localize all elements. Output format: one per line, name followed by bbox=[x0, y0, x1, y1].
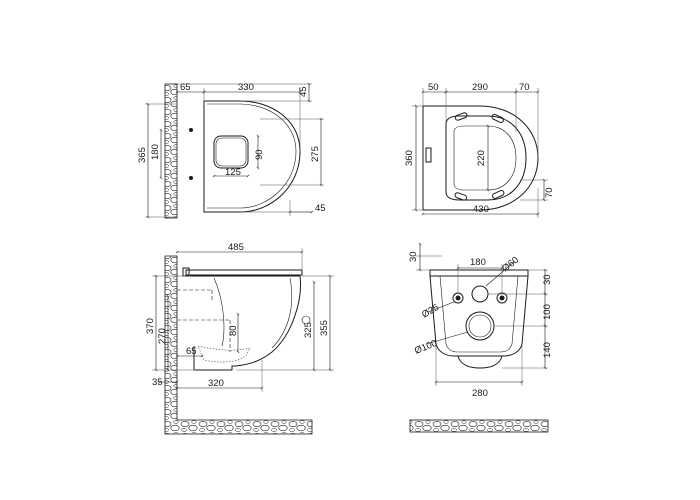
wall-hatch bbox=[164, 255, 313, 435]
dim-total-width: 365 bbox=[137, 147, 148, 163]
dim-seat-length: 290 bbox=[472, 82, 488, 93]
dim-total-length: 430 bbox=[473, 204, 489, 215]
dim-outlet-diameter: Ø100 bbox=[413, 338, 439, 357]
dim-wall-offset: 65 bbox=[180, 82, 191, 93]
dim-bowl-width: 275 bbox=[310, 146, 321, 162]
dim-bolt-diameter: Ø25 bbox=[420, 302, 441, 321]
dim-height-355: 355 bbox=[319, 320, 330, 336]
seat-pad bbox=[454, 112, 468, 121]
dim-right-offset: 70 bbox=[519, 82, 530, 93]
seat-lid bbox=[185, 269, 303, 276]
water-trap bbox=[197, 345, 251, 363]
dim-mount-spacing: 180 bbox=[150, 144, 161, 160]
water-inlet bbox=[471, 285, 489, 303]
seat-plan-view: 50 290 70 360 220 70 430 bbox=[404, 82, 555, 218]
seat-opening bbox=[213, 135, 249, 169]
dim-total-length: 485 bbox=[228, 242, 244, 253]
dim-bolt-spacing: 180 bbox=[470, 257, 486, 268]
dim-height-370: 370 bbox=[145, 318, 156, 334]
waste-outlet bbox=[465, 311, 495, 341]
dim-rear-width: 280 bbox=[472, 388, 488, 399]
mount-hole bbox=[189, 128, 193, 132]
dim-height-270: 270 bbox=[157, 328, 168, 344]
dim-wall-gap: 35 bbox=[152, 377, 163, 388]
dim-outlet-height: 80 bbox=[228, 325, 239, 336]
side-elevation-view: 485 370 270 80 65 35 320 325 355 bbox=[145, 242, 334, 435]
rear-outline bbox=[429, 275, 529, 357]
floor-hatch bbox=[409, 419, 549, 433]
seat-outline bbox=[422, 105, 539, 211]
dim-height-325: 325 bbox=[303, 322, 314, 338]
seat-pad bbox=[492, 189, 505, 199]
dim-seat-opening-length: 125 bbox=[225, 167, 241, 178]
top-plan-view: 65 330 45 365 180 90 125 275 45 bbox=[137, 82, 326, 219]
dim-left-offset: 50 bbox=[428, 82, 439, 93]
dim-total-height: 360 bbox=[404, 150, 415, 166]
seat-pad bbox=[454, 192, 468, 201]
bowl-outline bbox=[203, 100, 301, 213]
mount-hole bbox=[189, 176, 193, 180]
dim-outlet-offset: 100 bbox=[542, 304, 553, 320]
dim-tail-height: 70 bbox=[544, 187, 555, 198]
dim-bowl-length: 330 bbox=[238, 82, 254, 93]
wall-hatch bbox=[164, 83, 178, 219]
dim-outlet-offset: 65 bbox=[186, 346, 197, 357]
dim-top-offset: 30 bbox=[408, 251, 419, 262]
seat-pad bbox=[491, 113, 504, 123]
dim-seat-opening-width: 90 bbox=[254, 149, 265, 160]
dim-bottom-margin: 45 bbox=[315, 203, 326, 214]
dim-top-margin: 45 bbox=[298, 86, 309, 97]
dim-seat-width: 220 bbox=[476, 150, 487, 166]
dim-inlet-top: 30 bbox=[542, 274, 553, 285]
rear-elevation-view: 30 180 Ø60 30 Ø25 100 Ø100 140 280 bbox=[408, 242, 553, 433]
dim-outlet-bottom: 140 bbox=[542, 342, 553, 358]
dim-outlet-distance: 320 bbox=[208, 378, 224, 389]
bowl-body bbox=[190, 275, 301, 371]
